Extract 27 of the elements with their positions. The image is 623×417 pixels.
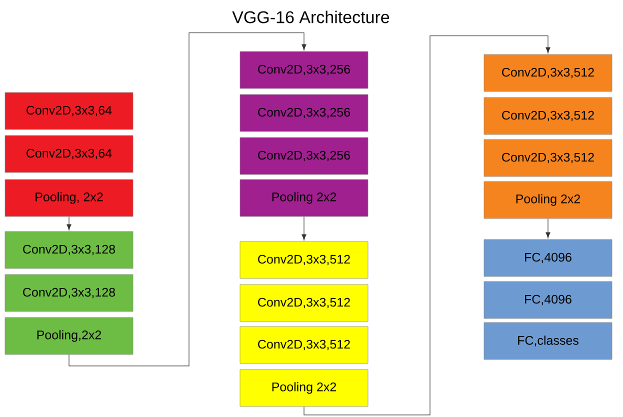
layer-box: Conv2D,3x3,256 xyxy=(240,51,368,89)
layer-box: Pooling,2x2 xyxy=(4,317,134,355)
layer-box: FC,4096 xyxy=(484,239,612,277)
arrow xyxy=(68,32,306,366)
layer-box: Pooling 2x2 xyxy=(484,181,612,219)
layer-box: Conv2D,3x3,64 xyxy=(4,92,134,130)
layer-box: Conv2D,3x3,256 xyxy=(240,94,368,132)
layer-box: FC,4096 xyxy=(484,281,612,319)
arrow xyxy=(66,216,72,230)
arrow xyxy=(546,218,550,238)
layer-box: Pooling 2x2 xyxy=(240,179,368,217)
layer-box: Pooling, 2x2 xyxy=(4,179,134,217)
layer-box: Conv2D,3x3,512 xyxy=(240,241,368,279)
layer-box: Conv2D,3x3,128 xyxy=(4,274,134,312)
layer-box: Conv2D,3x3,512 xyxy=(484,97,612,135)
layer-box: Conv2D,3x3,256 xyxy=(240,137,368,175)
layer-box: Conv2D,3x3,512 xyxy=(484,54,612,92)
layer-box: Conv2D,3x3,512 xyxy=(240,326,368,364)
layer-box: FC,classes xyxy=(484,322,612,360)
layer-box: Conv2D,3x3,512 xyxy=(484,139,612,177)
layer-box: Conv2D,3x3,512 xyxy=(240,284,368,322)
arrow xyxy=(302,216,306,240)
title: VGG-16 Architecture xyxy=(232,10,390,24)
arrow xyxy=(304,36,550,416)
layer-box: Conv2D,3x3,64 xyxy=(4,135,134,173)
layer-box: Pooling 2x2 xyxy=(240,369,368,407)
layer-box: Conv2D,3x3,128 xyxy=(4,231,134,269)
